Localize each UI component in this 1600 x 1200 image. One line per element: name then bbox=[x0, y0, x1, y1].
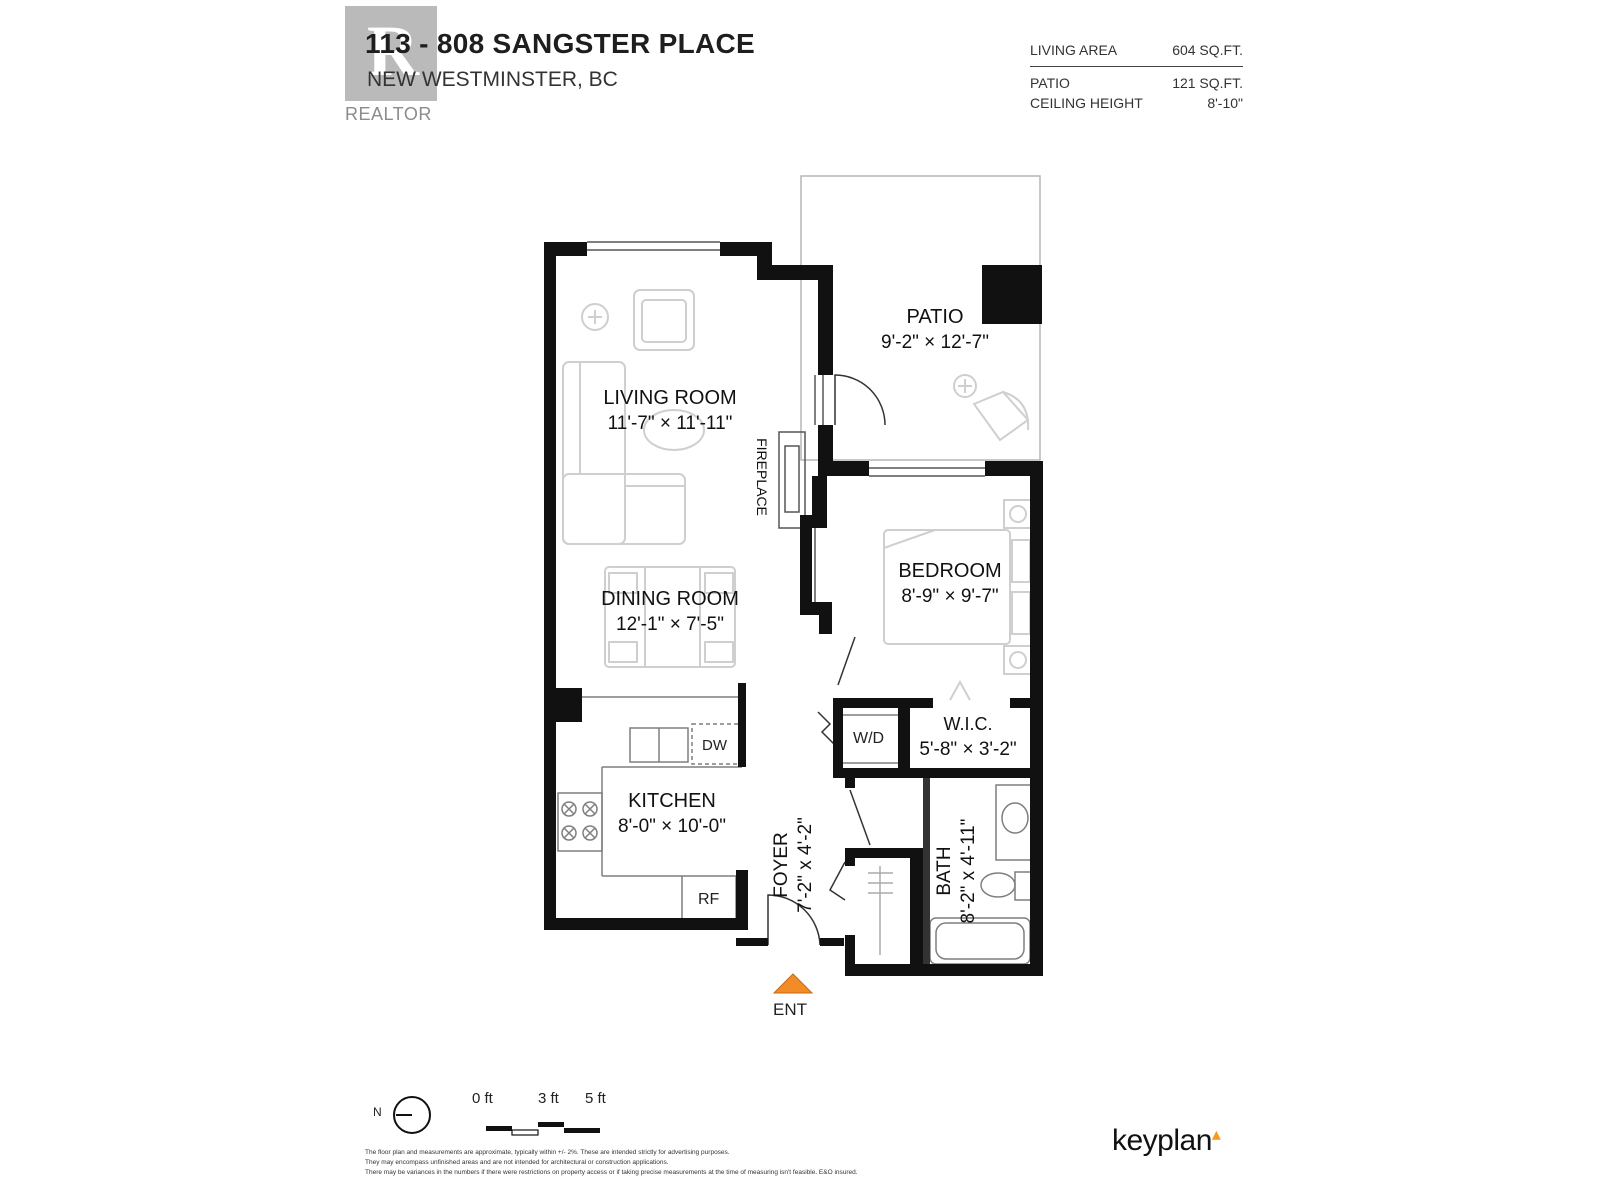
room-dims: 8'-9" × 9'-7" bbox=[901, 586, 999, 607]
coffee-table-icon bbox=[643, 409, 705, 451]
room-label-wic: W.I.C. 5'-8" × 3'-2" bbox=[908, 711, 1028, 763]
bed-icon bbox=[883, 529, 1011, 645]
vanity-icon bbox=[995, 784, 1035, 861]
armchair-icon bbox=[633, 289, 695, 351]
closet-door bbox=[817, 711, 835, 745]
keyplan-logo: keyplan▴ bbox=[1112, 1124, 1221, 1158]
stat-label: LIVING AREA bbox=[1030, 42, 1118, 58]
walls bbox=[544, 242, 1043, 976]
room-dims: 8'-2" x 4'-11" bbox=[958, 818, 979, 924]
room-label-foyer: FOYER 7'-2" x 4'-2" bbox=[770, 800, 820, 930]
fireplace-outline bbox=[778, 431, 806, 529]
fox-icon: ▴ bbox=[1211, 1124, 1221, 1144]
wic-door-icon bbox=[949, 679, 971, 701]
keyplan-wordmark: keyplan bbox=[1112, 1124, 1212, 1157]
fridge-label: RF bbox=[698, 891, 720, 908]
fireplace-label: FIREPLACE bbox=[754, 438, 770, 516]
room-dims: 5'-8" × 3'-2" bbox=[919, 739, 1017, 760]
realtor-watermark: REALTOR bbox=[345, 104, 432, 124]
room-label-kitchen: KITCHEN 8'-0" × 10'-0" bbox=[592, 788, 752, 840]
room-name: KITCHEN bbox=[628, 790, 716, 812]
disclaimer-line: They may encompass unfinished areas and … bbox=[365, 1159, 669, 1166]
room-name: PATIO bbox=[906, 306, 964, 328]
room-name: BEDROOM bbox=[898, 560, 1002, 582]
room-name: LIVING ROOM bbox=[603, 387, 737, 409]
patio-lamp-icon bbox=[953, 374, 977, 398]
dishwasher-outline bbox=[691, 723, 741, 765]
stat-row-patio: PATIO 121 SQ.FT. bbox=[1030, 73, 1243, 93]
room-dims: 12'-1" × 7'-5" bbox=[616, 614, 724, 635]
area-stats: LIVING AREA 604 SQ.FT. PATIO 121 SQ.FT. … bbox=[1030, 40, 1243, 113]
room-dims: 9'-2" × 12'-7" bbox=[881, 332, 989, 353]
furniture-group bbox=[562, 289, 1033, 701]
disclaimer-line: There may be variances in the numbers if… bbox=[365, 1169, 858, 1176]
entrance-label: ENT bbox=[773, 1000, 807, 1019]
toilet-icon bbox=[980, 872, 1016, 898]
nightstand-icon bbox=[1003, 499, 1033, 529]
entrance-marker-icon bbox=[772, 973, 814, 994]
page-subtitle: NEW WESTMINSTER, BC bbox=[367, 68, 618, 91]
patio-door-swing bbox=[834, 374, 886, 426]
patio-column bbox=[982, 265, 1042, 324]
stat-value: 8'-10" bbox=[1207, 95, 1243, 111]
dishwasher-label: DW bbox=[702, 737, 727, 754]
page-title: 113 - 808 SANGSTER PLACE bbox=[365, 28, 755, 59]
room-label-living-room: LIVING ROOM 11'-7" × 11'-11" bbox=[570, 385, 770, 437]
stove-icon bbox=[557, 792, 603, 852]
room-label-bedroom: BEDROOM 8'-9" × 9'-7" bbox=[855, 558, 1045, 610]
bedroom-door bbox=[837, 636, 856, 686]
scale-tick-label: 3 ft bbox=[538, 1090, 559, 1107]
scale-tick-label: 0 ft bbox=[472, 1090, 493, 1107]
doors bbox=[767, 374, 886, 946]
entry-door-swing bbox=[767, 894, 821, 946]
disclaimer-line: The floor plan and measurements are appr… bbox=[365, 1149, 730, 1156]
stat-value: 604 SQ.FT. bbox=[1172, 42, 1243, 58]
room-dims: 11'-7" × 11'-11" bbox=[607, 413, 733, 434]
stat-label: PATIO bbox=[1030, 75, 1070, 91]
pantry-door bbox=[829, 861, 846, 901]
stat-value: 121 SQ.FT. bbox=[1172, 75, 1243, 91]
north-compass-icon bbox=[393, 1096, 431, 1134]
room-label-bath: BATH 8'-2" x 4'-11" bbox=[933, 801, 983, 941]
realtor-logo: R bbox=[345, 6, 437, 101]
room-name: FOYER bbox=[771, 832, 792, 898]
room-dims: 7'-2" x 4'-2" bbox=[795, 817, 816, 913]
disclaimer: The floor plan and measurements are appr… bbox=[365, 1148, 965, 1178]
room-dims: 8'-0" × 10'-0" bbox=[618, 816, 726, 837]
patio-chair-icon bbox=[972, 390, 1030, 442]
dining-table-icon bbox=[604, 566, 736, 668]
room-label-dining-room: DINING ROOM 12'-1" × 7'-5" bbox=[570, 586, 770, 638]
scale-bar bbox=[486, 1122, 600, 1136]
room-label-patio: PATIO 9'-2" × 12'-7" bbox=[845, 304, 1025, 356]
room-name: BATH bbox=[934, 846, 955, 896]
floor-lamp-icon bbox=[581, 303, 609, 331]
stat-label: CEILING HEIGHT bbox=[1030, 95, 1143, 111]
realtor-logo-mark: R bbox=[367, 11, 419, 91]
room-name: W.I.C. bbox=[943, 714, 993, 734]
dining-chair-icon bbox=[608, 572, 638, 594]
north-label: N bbox=[373, 1105, 382, 1119]
stat-row-ceiling-height: CEILING HEIGHT 8'-10" bbox=[1030, 93, 1243, 113]
washer-dryer-label: W/D bbox=[853, 730, 885, 747]
room-name: DINING ROOM bbox=[601, 588, 739, 610]
scale-tick-label: 5 ft bbox=[585, 1090, 606, 1107]
bath-door bbox=[849, 789, 871, 846]
floor-lamp-cross bbox=[588, 310, 602, 324]
stat-row-living-area: LIVING AREA 604 SQ.FT. bbox=[1030, 40, 1243, 67]
